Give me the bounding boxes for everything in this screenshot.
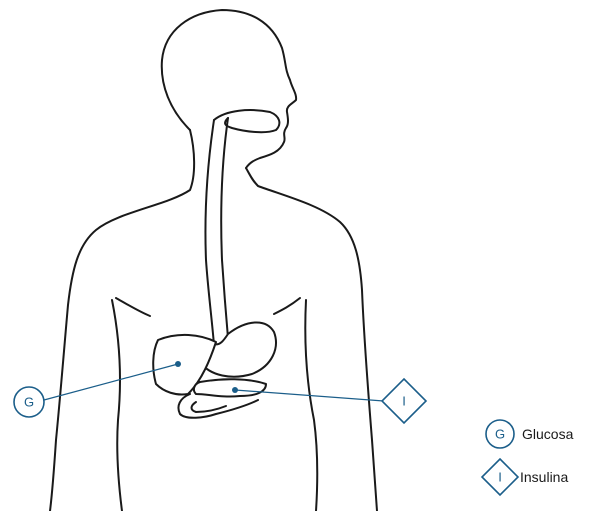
mouth-cavity — [214, 110, 279, 132]
esophagus — [205, 120, 214, 345]
body-silhouette — [50, 10, 377, 511]
digestive-organs — [153, 110, 279, 418]
glucose-dot — [175, 361, 181, 367]
legend-insulin-label: Insulina — [520, 469, 568, 485]
left-torso-outline — [112, 300, 122, 511]
right-blade-hint — [274, 298, 300, 314]
intestine-loop — [178, 394, 258, 418]
head-outline — [162, 10, 296, 168]
glucose-symbol: G — [24, 395, 34, 410]
intestine-loop-inner — [192, 402, 227, 412]
left-blade-hint — [116, 298, 150, 316]
legend: G Glucosa I Insulina — [482, 420, 574, 495]
insulin-dot — [232, 387, 238, 393]
right-torso-outline — [305, 300, 317, 511]
legend-insulin-symbol: I — [498, 470, 502, 485]
pancreas — [194, 379, 266, 396]
left-shoulder-outline — [50, 130, 194, 511]
legend-glucose-label: Glucosa — [522, 426, 574, 442]
legend-glucose-symbol: G — [495, 427, 505, 442]
legend-item-glucose: G Glucosa — [486, 420, 574, 448]
esophagus-inner — [221, 118, 228, 338]
legend-item-insulin: I Insulina — [482, 459, 568, 495]
glucose-marker: G — [14, 361, 181, 417]
insulin-symbol: I — [402, 394, 406, 409]
